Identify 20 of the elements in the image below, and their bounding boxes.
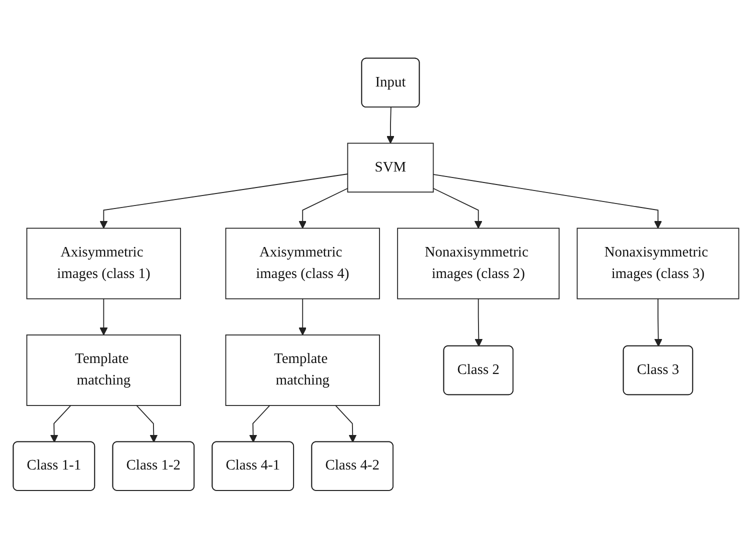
arrow [100, 173, 348, 228]
arrow [50, 404, 72, 442]
arrow [100, 298, 108, 335]
arrow [654, 298, 662, 346]
arrow [386, 106, 394, 144]
node-box: Template matching [26, 334, 181, 406]
node-box: Template matching [225, 334, 380, 406]
arrow [249, 404, 270, 442]
arrow [298, 298, 307, 335]
node-box: Axisymmetric images (class 1) [26, 227, 181, 299]
node-box: Nonaxisymmetric images (class 2) [397, 227, 560, 299]
arrow [432, 174, 662, 228]
arrow [136, 404, 158, 442]
arrow [432, 188, 482, 228]
arrow [298, 188, 348, 228]
node-box: Nonaxisymmetric images (class 3) [576, 227, 740, 299]
arrow [335, 404, 357, 442]
node-box: SVM [347, 142, 434, 192]
node-box: Axisymmetric images (class 4) [225, 227, 380, 299]
arrow [474, 298, 483, 346]
